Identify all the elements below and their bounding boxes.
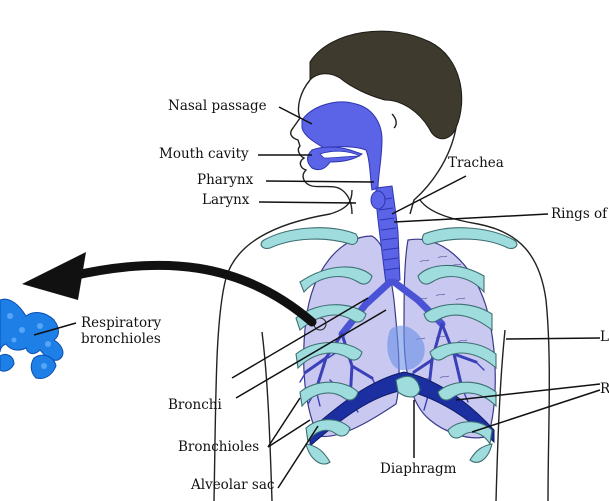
leader-lines xyxy=(33,106,601,489)
upper-airway xyxy=(301,101,383,191)
hair xyxy=(309,30,463,140)
bronchioles-inset xyxy=(0,298,64,379)
label-respiratory-bronchioles: Respiratory bronchioles xyxy=(81,315,162,347)
label-mouth-cavity: Mouth cavity xyxy=(159,146,249,162)
label-trachea: Trachea xyxy=(448,155,504,171)
label-diaphragm: Diaphragm xyxy=(380,461,457,477)
label-larynx: Larynx xyxy=(202,192,250,208)
label-r: R xyxy=(600,381,609,397)
rib-cage xyxy=(260,227,518,465)
label-alveolar-sac: Alveolar sac xyxy=(191,477,275,493)
zoom-arrow xyxy=(22,252,317,327)
label-nasal-passage: Nasal passage xyxy=(168,98,267,114)
label-pharynx: Pharynx xyxy=(197,172,254,188)
label-l: L xyxy=(600,329,609,345)
trachea xyxy=(370,185,401,285)
label-bronchioles: Bronchioles xyxy=(178,439,260,455)
label-bronchi: Bronchi xyxy=(168,397,222,413)
label-rings-of: Rings of xyxy=(551,206,608,222)
